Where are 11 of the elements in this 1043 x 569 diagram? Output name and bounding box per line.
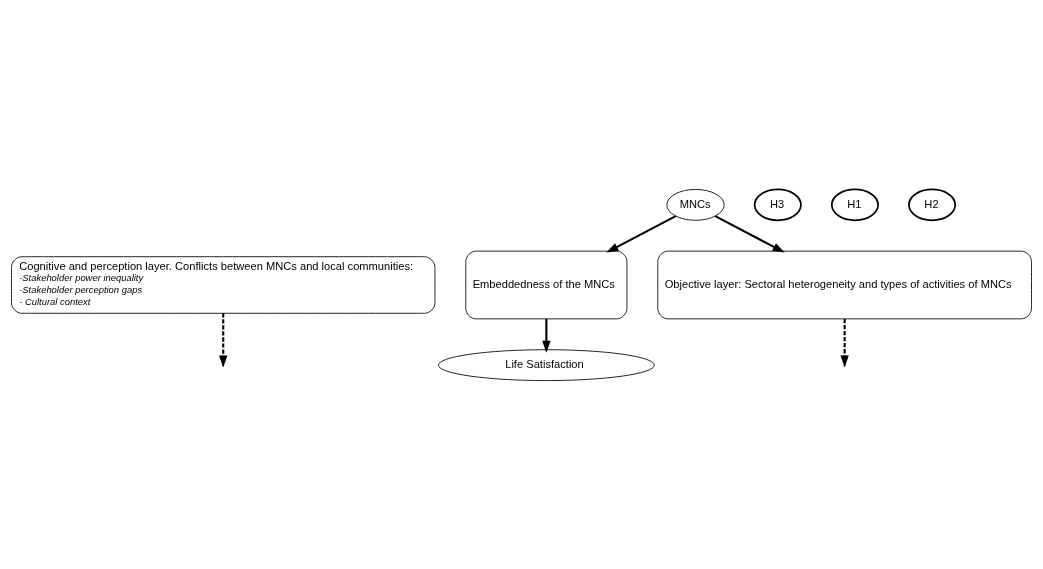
node-box: Cognitive and perception layer. Conflicts between MNCs and local communities: -Stakeholder power inequality -Stakeholder perception gaps - Cultural context bbox=[11, 255, 436, 314]
arrow bbox=[714, 214, 785, 253]
node-box: Objective layer: Sectoral heterogeneity and types of activities of MNCs bbox=[657, 250, 1032, 319]
node-box: Embeddedness of the MNCs bbox=[465, 250, 628, 319]
node-ellipse: H2 bbox=[908, 188, 957, 221]
arrow bbox=[606, 214, 677, 253]
arrow bbox=[542, 318, 551, 353]
node-ellipse: H1 bbox=[830, 188, 879, 221]
node-ellipse: MNCs bbox=[666, 188, 725, 221]
node-ellipse: H3 bbox=[753, 188, 802, 221]
node-ellipse: Life Satisfaction bbox=[437, 348, 655, 381]
